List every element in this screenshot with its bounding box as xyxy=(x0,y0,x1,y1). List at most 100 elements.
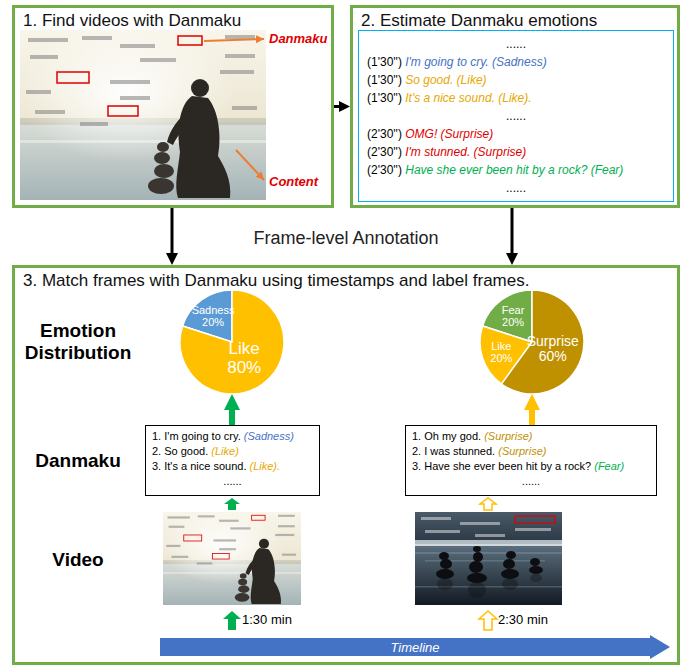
video-frame xyxy=(160,508,301,605)
danmaku-line: 1. I'm going to cry. (Sadness) xyxy=(152,429,313,444)
text-slot: (1'30'') So good. (Like) xyxy=(367,71,665,89)
pie-slice xyxy=(180,290,284,394)
text-slot: 1. Find videos with Danmaku xyxy=(23,11,241,31)
flow-arrow xyxy=(511,208,514,258)
text-run: (2'30'') xyxy=(367,145,402,159)
flow-arrow xyxy=(334,105,343,108)
up-arrow xyxy=(480,498,496,510)
callout-label: Danmaku xyxy=(269,31,328,46)
danmaku-line: ...... xyxy=(367,107,665,125)
danmaku-line: 1. Oh my god. (Surprise) xyxy=(412,429,650,444)
text-run: 1. Oh my god. xyxy=(412,430,484,442)
text-run: (1'30'') xyxy=(367,91,402,105)
label-slot: Emotion Distribution xyxy=(16,320,140,364)
text-slot: 3. Have she ever been hit by a rock? (Fe… xyxy=(412,459,650,474)
danmaku-line: 3. Have she ever been hit by a rock? (Fe… xyxy=(412,459,650,474)
text-run: (1'30'') xyxy=(367,55,402,69)
text-run: (Surprise) xyxy=(484,430,532,442)
danmaku-line: 2. I was stunned. (Surprise) xyxy=(412,444,650,459)
video-frame xyxy=(15,22,266,200)
danmaku-line: 3. It's a nice sound. (Like). xyxy=(152,459,313,474)
annotation-label: Frame-level Annotation xyxy=(253,228,438,249)
text-slot: (1'30'') It's a nice sound. (Like). xyxy=(367,89,665,107)
text-slot: Like 20% xyxy=(490,340,512,364)
timeline-label: Timeline xyxy=(390,640,439,655)
text-run: (Like) xyxy=(211,445,239,457)
label-slot: 1:30 min xyxy=(242,612,292,627)
text-run: 3. Have she ever been hit by a rock? xyxy=(412,460,594,472)
flow-arrow xyxy=(529,404,535,425)
text-run: OMG! (Surprise) xyxy=(402,127,493,141)
pie-group xyxy=(480,290,584,394)
text-slot: ...... xyxy=(412,474,650,489)
row-label: Emotion Distribution xyxy=(16,320,140,364)
pie-slice xyxy=(501,290,584,394)
text-run: 3. It's a nice sound. xyxy=(152,460,250,472)
text-run: I'm stunned. (Surprise) xyxy=(402,145,526,159)
pie-label: Like 20% xyxy=(490,340,512,364)
panel-title: 2. Estimate Danmaku emotions xyxy=(361,11,597,31)
leader-arrow xyxy=(236,150,264,180)
up-arrow xyxy=(479,611,497,630)
text-run: Have she ever been hit by a rock? (Fear) xyxy=(402,163,623,177)
timeline-arrow: Timeline xyxy=(160,635,670,659)
text-run: (Fear) xyxy=(594,460,624,472)
callout-label: Content xyxy=(269,174,318,189)
text-run: So good. (Like) xyxy=(402,73,487,87)
text-run: 2. I was stunned. xyxy=(412,445,498,457)
danmaku-line: (2'30'') Have she ever been hit by a roc… xyxy=(367,161,665,179)
danmaku-line: (2'30'') I'm stunned. (Surprise) xyxy=(367,143,665,161)
text-slot: 2. So good. (Like) xyxy=(152,444,313,459)
text-run: (2'30'') xyxy=(367,163,402,177)
danmaku-line: ...... xyxy=(367,179,665,197)
text-slot: (2'30'') OMG! (Surprise) xyxy=(367,125,665,143)
pie-chart: Fear 20% Like 20% Surprise 60% xyxy=(480,290,584,394)
text-run: It's a nice sound. (Like). xyxy=(402,91,532,105)
label-slot: Danmaku xyxy=(35,450,121,472)
text-run: (Surprise) xyxy=(498,445,546,457)
text-run: 2. So good. xyxy=(152,445,211,457)
danmaku-list: ......(1'30'') I'm going to cry. (Sadnes… xyxy=(358,30,674,202)
text-slot: ...... xyxy=(367,179,665,197)
text-slot: ...... xyxy=(367,35,665,53)
leader-arrow xyxy=(204,39,264,41)
text-slot: 3. Match frames with Danmaku using times… xyxy=(23,271,529,291)
text-slot: 2. Estimate Danmaku emotions xyxy=(361,11,597,31)
label-slot: Content xyxy=(269,174,318,189)
time-label: 2:30 min xyxy=(498,612,548,627)
text-slot: 3. It's a nice sound. (Like). xyxy=(152,459,313,474)
danmaku-line: ...... xyxy=(367,35,665,53)
danmaku-line: ...... xyxy=(152,474,313,489)
pie-group xyxy=(180,290,284,394)
text-run: (Like). xyxy=(250,460,281,472)
arrow-shape xyxy=(160,635,670,659)
text-slot: Timeline xyxy=(390,640,439,655)
text-run: (2'30'') xyxy=(367,127,402,141)
text-run: 1. I'm going to cry. xyxy=(152,430,244,442)
text-slot: (2'30'') I'm stunned. (Surprise) xyxy=(367,143,665,161)
danmaku-box: 1. I'm going to cry. (Sadness)2. So good… xyxy=(145,425,320,496)
up-arrow xyxy=(223,611,241,630)
pie-label: Like 80% xyxy=(227,340,261,377)
text-slot: Fear 20% xyxy=(502,304,525,328)
text-run: I'm going to cry. (Sadness) xyxy=(402,55,547,69)
row-label: Video xyxy=(52,549,103,571)
text-slot: 1. Oh my god. (Surprise) xyxy=(412,429,650,444)
text-slot: (2'30'') Have she ever been hit by a roc… xyxy=(367,161,665,179)
danmaku-line: (1'30'') I'm going to cry. (Sadness) xyxy=(367,53,665,71)
text-slot: Surprise 60% xyxy=(527,333,579,364)
pie-label: Fear 20% xyxy=(502,304,525,328)
pie-chart: Sadness 20% Like 80% xyxy=(180,290,284,394)
label-slot: Danmaku xyxy=(269,31,328,46)
text-slot: Sadness 20% xyxy=(192,304,235,328)
text-slot: 1. I'm going to cry. (Sadness) xyxy=(152,429,313,444)
text-slot: ...... xyxy=(152,474,313,489)
danmaku-line: (2'30'') OMG! (Surprise) xyxy=(367,125,665,143)
label-slot: 2:30 min xyxy=(498,612,548,627)
panel-title: 1. Find videos with Danmaku xyxy=(23,11,241,31)
flow-arrow xyxy=(171,208,174,258)
text-run: (Sadness) xyxy=(244,430,294,442)
flow-arrow xyxy=(229,404,235,425)
time-label: 1:30 min xyxy=(242,612,292,627)
step-panel: 2. Estimate Danmaku emotions......(1'30'… xyxy=(350,5,680,208)
